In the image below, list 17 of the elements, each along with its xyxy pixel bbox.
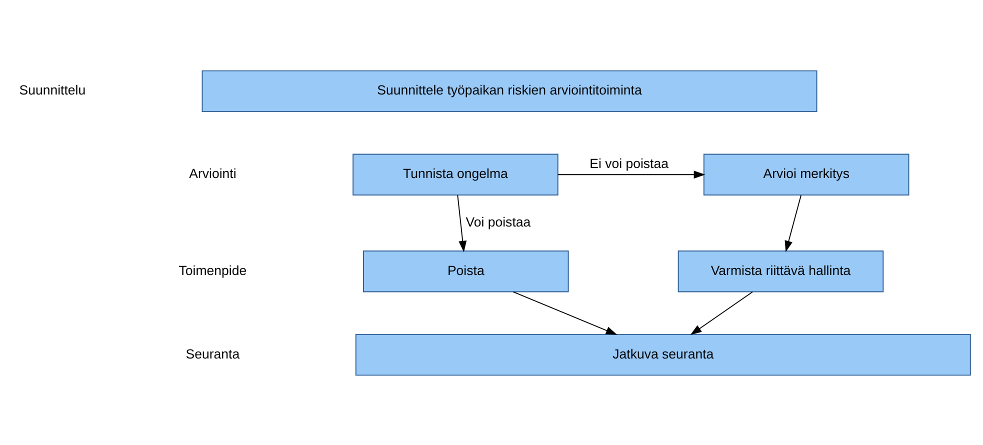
arrow [690,290,754,335]
arrow [557,170,706,178]
label: Toimenpide [178,262,247,278]
node-box: Varmista riittävä hallinta [678,250,884,292]
node-box: Suunnittele työpaikan riskien arviointitoiminta [202,70,818,112]
node-box: Poista [363,250,569,292]
node-box: Tunnista ongelma [352,153,558,195]
arrow [457,194,467,252]
arrow [784,194,802,252]
edge-label: Ei voi poistaa [590,156,669,171]
edge-label: Voi poistaa [466,214,531,230]
node-box: Jatkuva seuranta [355,333,971,376]
node-box: Arvioi merkitys [703,153,910,195]
label: Suunnittelu [19,82,86,98]
label: Arviointi [189,166,236,181]
label: Seuranta [186,346,240,361]
arrow [512,290,618,334]
